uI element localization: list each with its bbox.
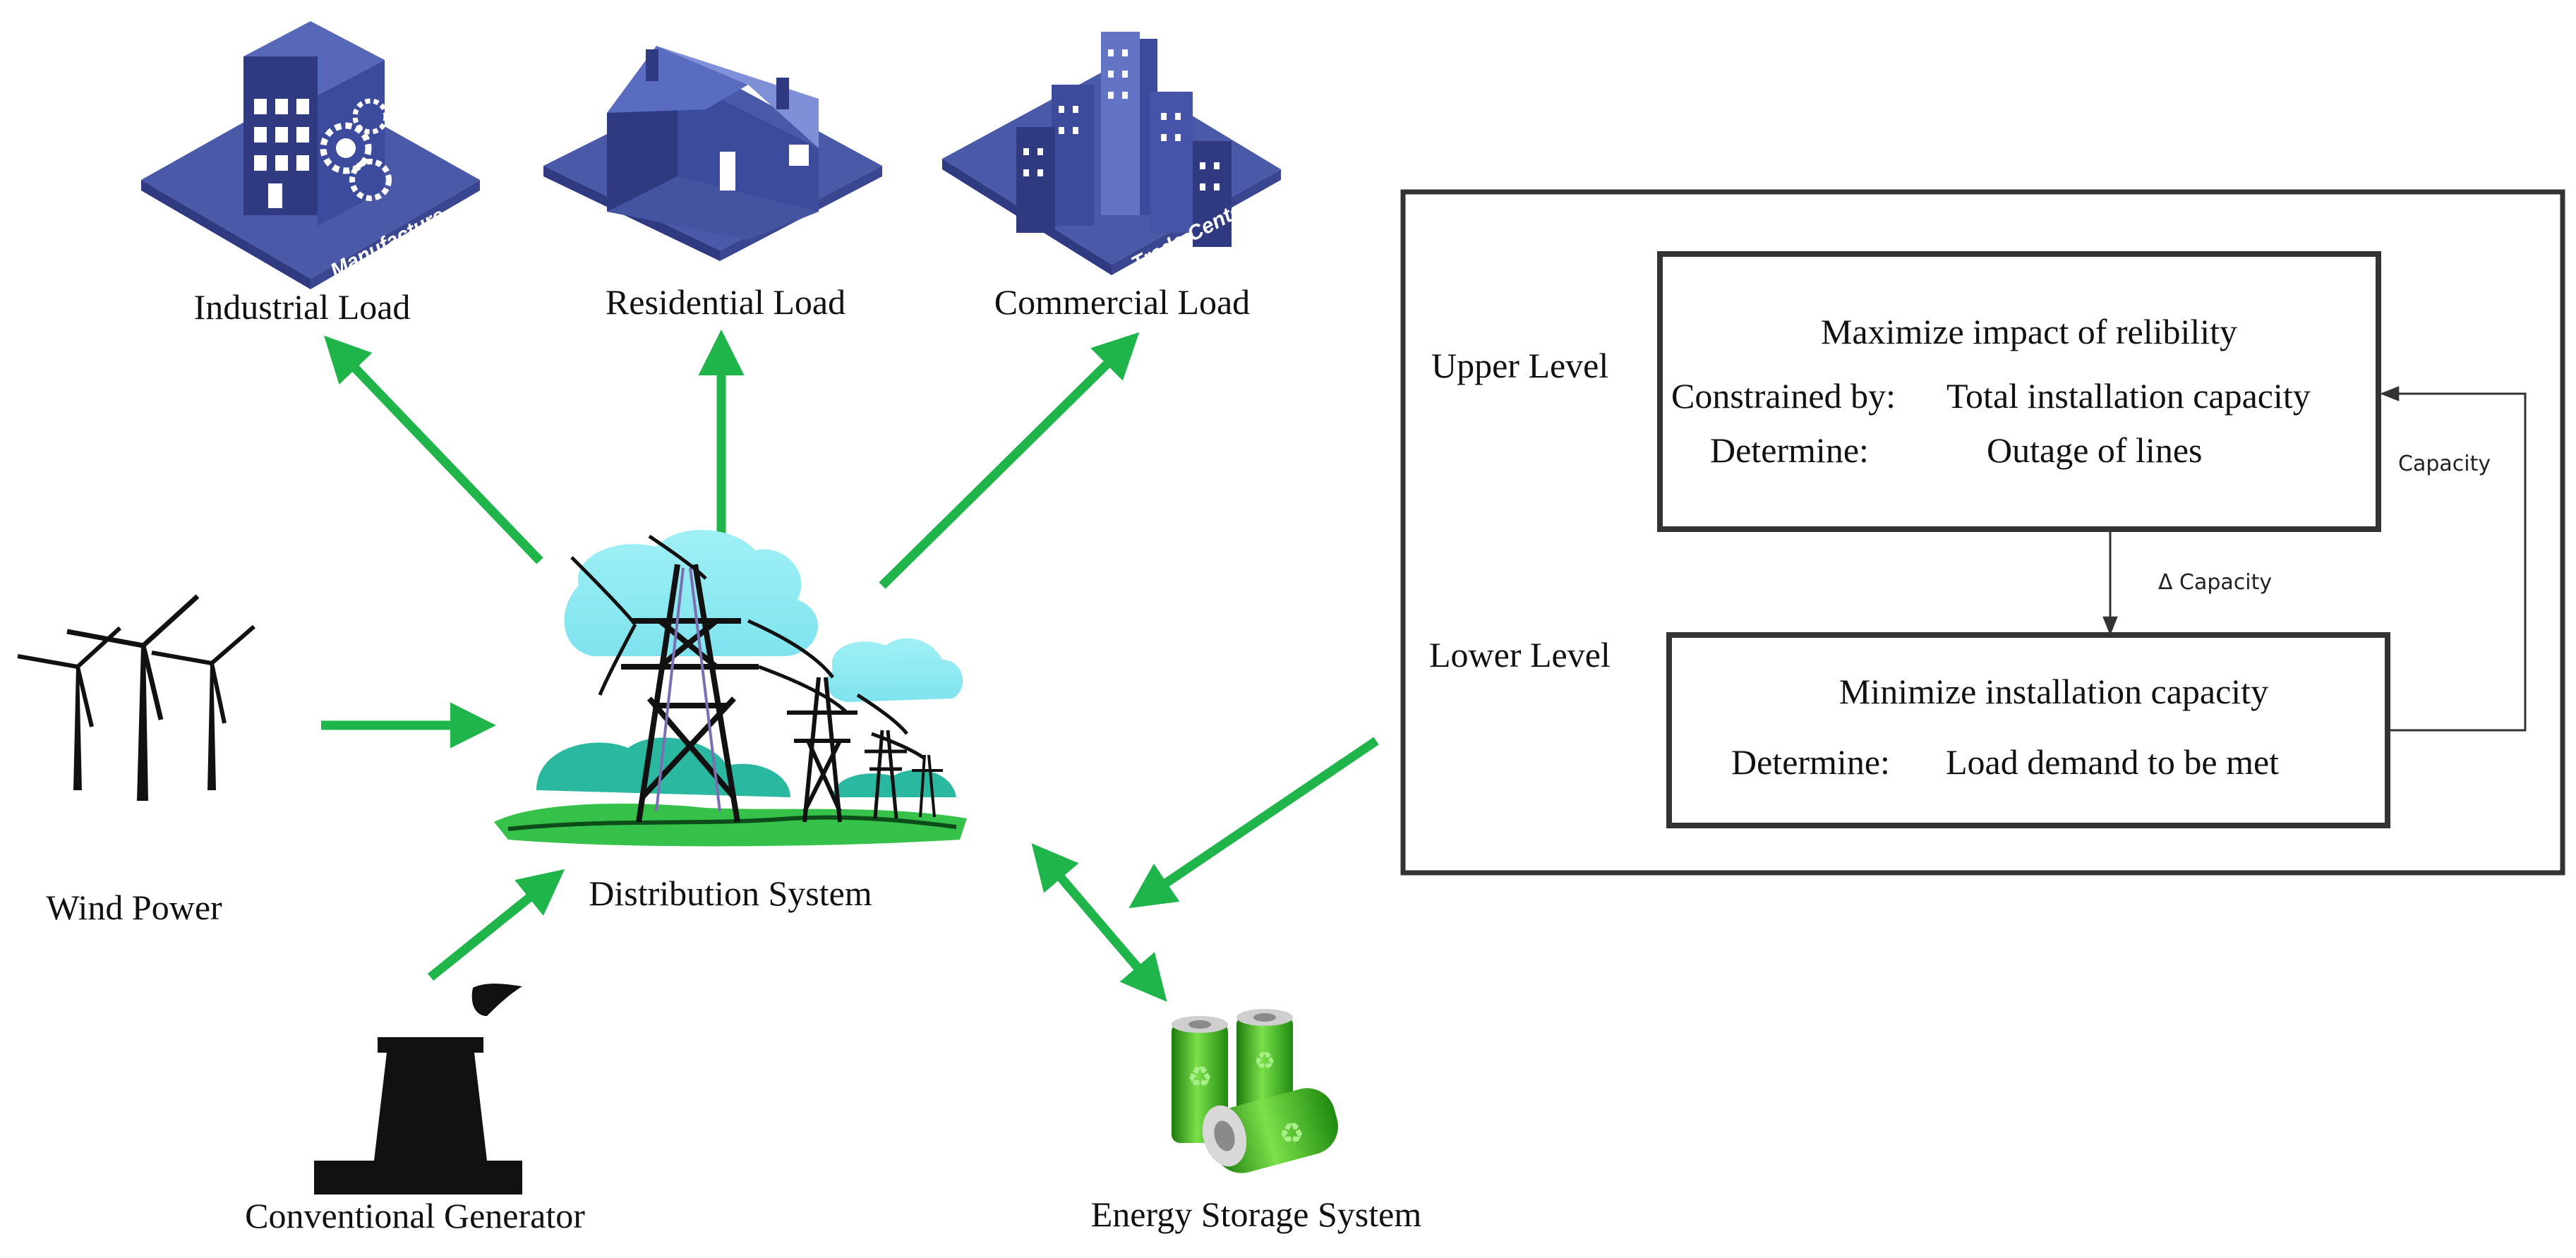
residential-house-icon	[543, 46, 882, 261]
industrial-load-label: Industrial Load	[194, 287, 411, 327]
upper-determine-label: Determine:	[1710, 430, 1869, 470]
residential-load-label: Residential Load	[606, 282, 845, 322]
wind-turbines-icon	[17, 594, 255, 801]
arrow-to-industrial	[324, 335, 543, 564]
arrow-from-bilevel-model	[1128, 737, 1379, 909]
bilevel-model-panel: Upper Level Lower Level Maximize impact …	[1400, 189, 2565, 876]
delta-capacity-label: Δ Capacity	[2158, 570, 2272, 595]
bilevel-outer-frame	[1400, 189, 2565, 876]
upper-level-box	[1657, 251, 2381, 532]
distribution-system-icon	[494, 530, 967, 847]
industrial-building-icon: Manufacture	[141, 21, 480, 289]
upper-determine-value: Outage of lines	[1987, 430, 2202, 470]
batteries-icon: ♻ ♻ ♻	[1172, 1009, 1338, 1173]
energy-storage-system-label: Energy Storage System	[1091, 1195, 1422, 1234]
distribution-system-label: Distribution System	[589, 873, 872, 913]
upper-constraint-value: Total installation capacity	[1946, 376, 2311, 416]
lower-objective-text: Minimize installation capacity	[1839, 672, 2268, 711]
arrow-to-commercial	[879, 332, 1140, 589]
conventional-generator-label: Conventional Generator	[245, 1196, 585, 1235]
wind-power-label: Wind Power	[46, 888, 222, 927]
capacity-feedback-arrow	[2380, 386, 2527, 732]
power-plant-chimney-icon	[314, 984, 522, 1195]
lower-determine-value: Load demand to be met	[1946, 742, 2279, 782]
arrow-from-generator	[427, 869, 565, 981]
svg-text:♻: ♻	[1187, 1061, 1212, 1093]
arrow-storage-bidirectional	[1031, 843, 1167, 1002]
svg-text:♻: ♻	[1254, 1048, 1275, 1075]
commercial-buildings-icon: Trade Center	[942, 32, 1281, 276]
commercial-load-label: Commercial Load	[994, 282, 1250, 322]
lower-determine-label: Determine:	[1731, 742, 1890, 782]
upper-objective-text: Maximize impact of relibility	[1821, 312, 2237, 351]
upper-constraint-label: Constrained by:	[1671, 376, 1896, 416]
upper-level-label: Upper Level	[1431, 346, 1608, 385]
lower-level-box	[1666, 632, 2390, 828]
capacity-feedback-label: Capacity	[2398, 452, 2491, 476]
svg-text:♻: ♻	[1279, 1118, 1304, 1149]
lower-level-label: Lower Level	[1429, 635, 1611, 675]
